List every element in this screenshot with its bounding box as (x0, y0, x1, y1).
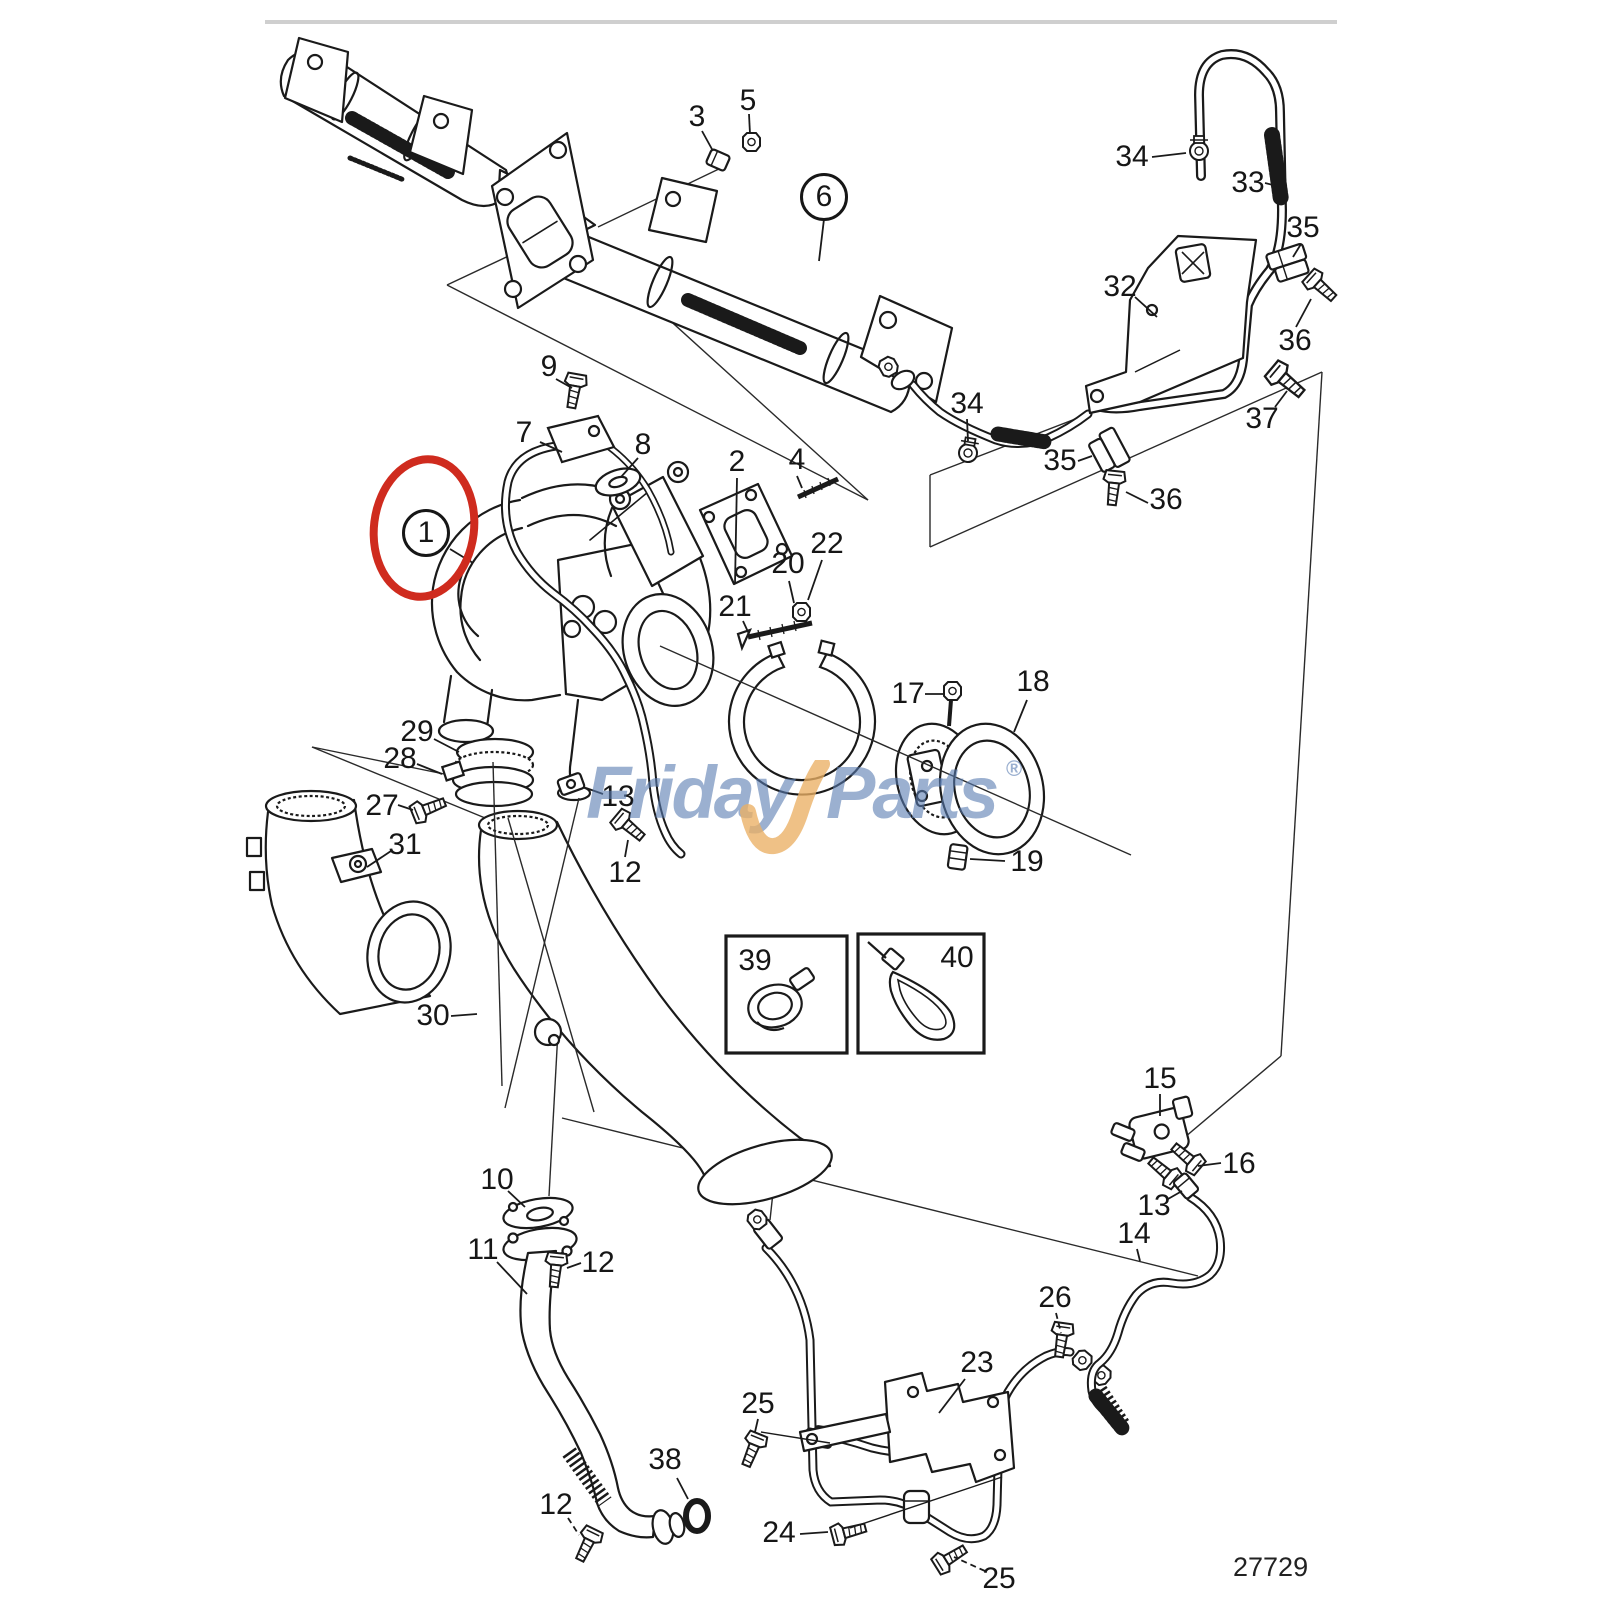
bracket-part-7 (546, 414, 616, 464)
callout-9: 9 (540, 350, 558, 383)
callout-37: 37 (1245, 402, 1279, 435)
callout-23: 23 (960, 1346, 994, 1379)
stud-part-4 (796, 476, 840, 500)
sensor-part-35b (1088, 426, 1131, 473)
box-40 (856, 932, 986, 1055)
callout-20: 20 (771, 547, 805, 580)
callout-14: 14 (1117, 1217, 1151, 1250)
plug-part-19 (946, 843, 969, 871)
banjo-part-13a (556, 772, 586, 796)
callout-35: 35 (1043, 444, 1077, 477)
callout-25: 25 (982, 1562, 1016, 1595)
bolt-part-12c (607, 806, 651, 848)
oil-drain-group (502, 772, 711, 1566)
gasket-part-8 (594, 467, 642, 497)
page-top-rule (265, 20, 1337, 24)
nut-part-22 (791, 601, 812, 623)
callout-3: 3 (688, 100, 706, 133)
sensor-part-35a (1265, 242, 1310, 283)
callout-36: 36 (1149, 483, 1183, 516)
intake-elbow-31 (245, 789, 452, 1016)
callout-12: 12 (581, 1246, 615, 1279)
callout-4: 4 (788, 443, 806, 476)
drain-flange-11 (502, 1226, 578, 1262)
callout-39: 39 (738, 944, 772, 977)
v-clamp-20 (727, 601, 877, 796)
callout-16: 16 (1222, 1147, 1256, 1180)
callout-12: 12 (539, 1488, 573, 1521)
callout-27: 27 (365, 789, 399, 822)
bolt-part-27 (407, 790, 450, 827)
bracket-lug-31 (330, 847, 383, 884)
bracket-part-23 (798, 1371, 1016, 1484)
bolt-part-25b (929, 1538, 972, 1578)
bolt-part-21 (736, 620, 813, 652)
callout-13: 13 (601, 780, 635, 813)
nut-part-5 (742, 132, 761, 152)
callout-29: 29 (400, 715, 434, 748)
callout-15: 15 (1143, 1062, 1177, 1095)
callout-8: 8 (634, 428, 652, 461)
callout-22: 22 (810, 527, 844, 560)
callout-25: 25 (741, 1387, 775, 1420)
callout-31: 31 (388, 828, 422, 861)
clamp-assembly-18 (894, 680, 1046, 871)
hose-33 (1092, 49, 1289, 414)
callout-18: 18 (1016, 665, 1050, 698)
bolt-part-9 (559, 371, 590, 411)
callout-13: 13 (1137, 1189, 1171, 1222)
callout-38: 38 (648, 1443, 682, 1476)
leader-lines (366, 113, 1312, 1572)
exhaust-manifold (279, 36, 954, 414)
callout-40: 40 (940, 941, 974, 974)
callout-7: 7 (515, 416, 533, 449)
callout-12: 12 (608, 856, 642, 889)
callout-5: 5 (739, 84, 757, 117)
callout-33: 33 (1231, 166, 1265, 199)
callout-11: 11 (467, 1233, 499, 1266)
callout-24: 24 (762, 1516, 796, 1549)
charge-pipe-30 (477, 809, 833, 1206)
callout-21: 21 (718, 590, 752, 623)
projection-lines-front (492, 645, 1132, 1113)
valve-part-15 (1110, 1095, 1209, 1200)
callout-2: 2 (728, 445, 746, 478)
bolt-part-24 (828, 1515, 870, 1549)
callout-30: 30 (416, 999, 450, 1032)
bolt-part-25a (734, 1428, 771, 1471)
figure-number: 27729 (1233, 1552, 1309, 1582)
callout-1: 1 (402, 509, 450, 557)
plug-part-3 (705, 148, 731, 172)
callout-34: 34 (950, 387, 984, 420)
callout-35: 35 (1286, 211, 1320, 244)
gasket-part-10 (502, 1196, 574, 1230)
callout-26: 26 (1038, 1281, 1072, 1314)
box-39 (724, 934, 849, 1055)
small-parts-top-right (875, 134, 1343, 508)
callout-34: 34 (1115, 140, 1149, 173)
callout-10: 10 (480, 1163, 514, 1196)
clamp-part-34a (1188, 134, 1210, 162)
o-ring-38 (683, 1498, 711, 1534)
callout-19: 19 (1010, 845, 1044, 878)
fitting-part-13b (1172, 1172, 1200, 1200)
callout-36: 36 (1278, 324, 1312, 357)
bracket-part-32 (1084, 234, 1258, 415)
callout-32: 32 (1103, 270, 1137, 303)
callout-6: 6 (800, 173, 848, 221)
bolt-part-36b (1099, 468, 1128, 508)
callout-28: 28 (383, 742, 417, 775)
callout-17: 17 (891, 677, 925, 710)
hose-14 (1086, 1192, 1225, 1436)
stud-part-17 (942, 680, 963, 727)
projection-lines-back (311, 166, 1323, 1277)
supply-pipe-lower (908, 380, 1093, 450)
